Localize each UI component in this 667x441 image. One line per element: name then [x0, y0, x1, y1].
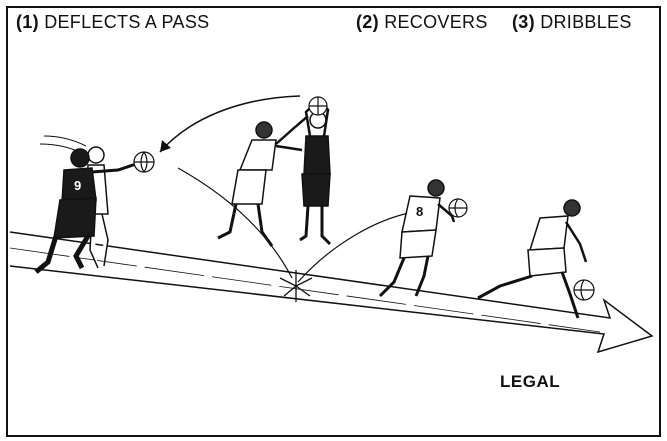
verdict-label: LEGAL	[500, 372, 561, 391]
basketball-icon	[133, 151, 155, 173]
deflection-path	[177, 167, 293, 279]
dribbling-player	[477, 199, 588, 319]
offensive-player-dark	[299, 101, 332, 246]
caption-step-3-text: DRIBBLES	[534, 12, 632, 32]
pass-arrowhead	[160, 140, 171, 152]
recovering-player-8: 8	[378, 179, 456, 298]
caption-recovers: (2) RECOVERS	[356, 12, 488, 33]
impact-burst-icon	[279, 270, 313, 302]
pass-trajectory	[159, 95, 301, 153]
caption-step-3-number: (3)	[512, 12, 535, 32]
passer-player	[217, 115, 309, 247]
caption-dribbles: (3) DRIBBLES	[512, 12, 632, 33]
caption-step-2-text: RECOVERS	[378, 12, 488, 32]
basketball-dribble-icon	[573, 279, 595, 301]
caption-deflects-a-pass: (1) DEFLECTS A PASS	[16, 12, 209, 33]
basketball-recovered-icon	[448, 198, 468, 218]
basketball-overhead-icon	[308, 96, 328, 116]
jersey-number-8: 8	[416, 204, 423, 219]
caption-step-1-text: DEFLECTS A PASS	[38, 12, 210, 32]
jersey-number-9: 9	[74, 178, 81, 193]
caption-step-2-number: (2)	[356, 12, 379, 32]
caption-step-1-number: (1)	[16, 12, 39, 32]
court-arrow-icon	[9, 231, 654, 354]
defender-player-9: 9	[34, 146, 137, 274]
